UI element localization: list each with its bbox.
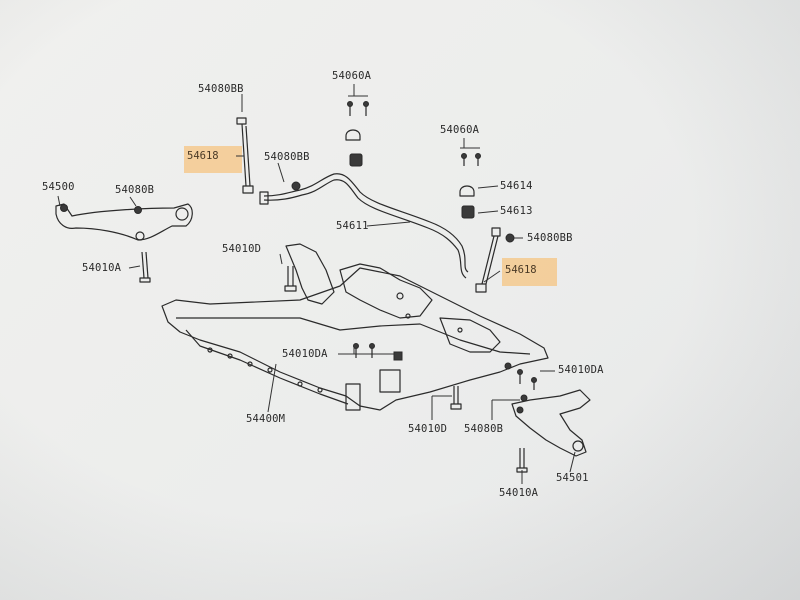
label-54010D-top: 54010D (222, 243, 262, 255)
label-54080BB-top: 54080BB (198, 83, 244, 95)
label-54010D-bottom: 54010D (408, 423, 448, 435)
label-54080B-left: 54080B (115, 184, 155, 196)
bolts-54010DA-center (353, 343, 403, 361)
leader-lines (57, 84, 576, 484)
label-54614: 54614 (500, 180, 533, 192)
label-54618-left: 54618 (187, 150, 219, 162)
subframe-54400M (161, 243, 549, 411)
label-54611: 54611 (336, 220, 369, 232)
bushing-clamps-right (459, 153, 515, 243)
label-54010A-bottom: 54010A (499, 487, 539, 499)
stabilizer-link-left (236, 117, 254, 194)
stabilizer-bar (259, 173, 469, 279)
label-54613: 54613 (500, 205, 533, 217)
label-54501: 54501 (556, 472, 589, 484)
label-54618-right: 54618 (505, 264, 537, 276)
label-54060A-top: 54060A (332, 70, 372, 82)
label-54500: 54500 (42, 181, 75, 193)
arm-54500 (55, 203, 193, 241)
label-54010A-left: 54010A (82, 262, 122, 274)
stabilizer-link-right (475, 227, 501, 293)
label-54080BB-right: 54080BB (527, 232, 573, 244)
label-54010DA-mid: 54010DA (282, 348, 328, 360)
bolt-54010A-left (139, 251, 151, 283)
highlight-54618-left (184, 146, 242, 173)
bolt-54010D-bottom (450, 386, 462, 410)
bushing-clamps-top (291, 101, 369, 191)
bolts-54010DA-right (504, 362, 537, 390)
label-54080B-bottom: 54080B (464, 423, 504, 435)
label-54010DA-right: 54010DA (558, 364, 604, 376)
bolt-54010D-top (284, 266, 297, 292)
bolt-54010A-bottom (516, 448, 528, 473)
label-54400M: 54400M (246, 413, 286, 425)
label-54080BB-mid: 54080BB (264, 151, 310, 163)
arm-54501 (511, 389, 591, 457)
label-54060A-right: 54060A (440, 124, 480, 136)
highlight-54618-right (502, 258, 557, 286)
